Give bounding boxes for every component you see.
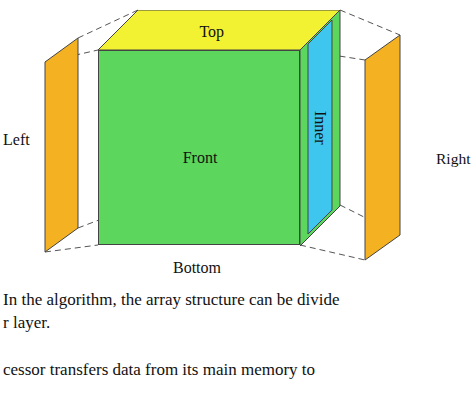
side-label: Bottom [173, 258, 221, 277]
projection-lines [45, 10, 400, 260]
caption-fragment: r layer. [3, 313, 50, 333]
front-face: Front [98, 50, 300, 245]
side-label: Right [436, 150, 470, 169]
caption-fragment: cessor transfers data from its main memo… [3, 360, 315, 380]
side-label: Left [3, 130, 30, 149]
face-shape [300, 10, 340, 246]
caption-fragment: In the algorithm, the array structure ca… [3, 290, 340, 310]
face-shape [308, 20, 332, 234]
face-label: Inner [311, 111, 329, 145]
face-label: Front [183, 149, 218, 167]
face-shape [98, 10, 340, 50]
right-panel [365, 35, 400, 260]
top-face: Top [98, 10, 340, 50]
inner-face: Inner [300, 10, 345, 246]
left-panel [45, 38, 78, 252]
face-label: Top [199, 23, 224, 41]
